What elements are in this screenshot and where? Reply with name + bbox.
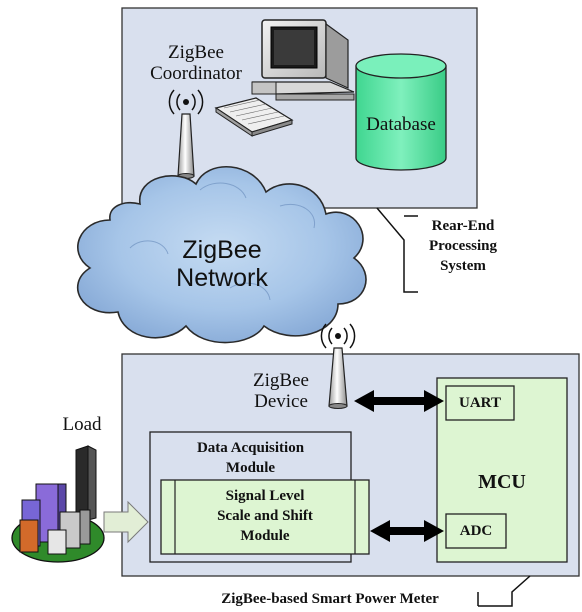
signal-adc-arrow — [370, 520, 444, 542]
smart-meter-bracket — [478, 575, 531, 607]
antenna-icon — [320, 323, 356, 409]
signal-level-line-3: Module — [240, 528, 290, 544]
mcu-label: MCU — [478, 471, 526, 493]
data-acquisition-line-2: Module — [225, 460, 276, 476]
rear-end-line-2: Processing — [428, 238, 498, 254]
rear-end-line-3: System — [440, 258, 486, 274]
cloud-icon — [77, 165, 367, 344]
city-buildings-icon — [11, 445, 105, 563]
database-cylinder-icon — [355, 53, 447, 171]
rear-end-bracket — [376, 207, 418, 293]
database-label: Database — [366, 114, 436, 135]
adc-block — [445, 513, 507, 549]
data-acquisition-label: Data Acquisition Module — [150, 438, 351, 478]
zigbee-device-line-1: ZigBee — [253, 370, 309, 391]
zigbee-network-label: ZigBee Network — [162, 236, 282, 292]
adc-label: ADC — [459, 523, 493, 539]
load-label: Load — [62, 414, 102, 435]
zigbee-coordinator-line-1: ZigBee — [168, 42, 224, 63]
rear-end-line-1: Rear-End — [431, 218, 495, 234]
zigbee-coordinator-label: ZigBee Coordinator — [146, 42, 246, 84]
zigbee-coordinator-line-2: Coordinator — [150, 63, 242, 84]
signal-level-line-1: Signal Level — [225, 488, 305, 504]
uart-block — [445, 385, 515, 421]
device-uart-arrow — [354, 390, 444, 412]
data-acquisition-line-1: Data Acquisition — [196, 440, 305, 456]
signal-level-line-2: Scale and Shift — [217, 508, 313, 524]
smart-meter-label: ZigBee-based Smart Power Meter — [221, 591, 439, 607]
antenna-icon — [168, 89, 204, 179]
signal-level-label: Signal Level Scale and Shift Module — [175, 486, 355, 546]
load-arrow — [103, 500, 149, 544]
zigbee-device-label: ZigBee Device — [246, 370, 316, 412]
uart-label: UART — [459, 395, 501, 411]
rear-end-label: Rear-End Processing System — [418, 216, 508, 276]
desktop-computer-icon — [214, 19, 355, 137]
signal-level-module — [160, 479, 370, 555]
zigbee-network-line-2: Network — [176, 264, 268, 292]
zigbee-device-line-2: Device — [254, 391, 308, 412]
zigbee-network-line-1: ZigBee — [182, 236, 262, 264]
